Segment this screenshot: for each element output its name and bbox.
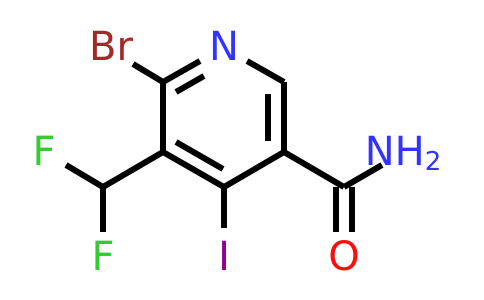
atom-n: N [209,24,239,70]
bond-c5-carbonyl [282,149,346,190]
atom-f-top: F [32,129,55,175]
bond-n-c6 [245,58,286,85]
bond-c5-c4 [222,149,286,190]
atom-labels: N Br F F I NH2 O [32,24,441,280]
bond-c4-c3 [161,149,226,190]
bond-c2-br [131,61,165,85]
bond-chf2-f-top [64,162,105,190]
bond-carbonyl-n [342,162,384,190]
bonds [64,58,384,232]
atom-br: Br [89,24,133,70]
atom-o: O [328,234,359,280]
atom-f-bottom: F [91,234,114,280]
bond-c2-n-inner [174,73,206,95]
bond-c2-n [161,58,202,85]
atom-nh2: NH2 [365,129,442,177]
atom-i: I [218,234,230,280]
atom-nh2-subscript: 2 [425,147,442,177]
bond-c4-c3-inner [174,139,225,172]
bond-c3-chf2 [101,149,165,190]
atom-nh2-symbol: NH [365,129,425,175]
